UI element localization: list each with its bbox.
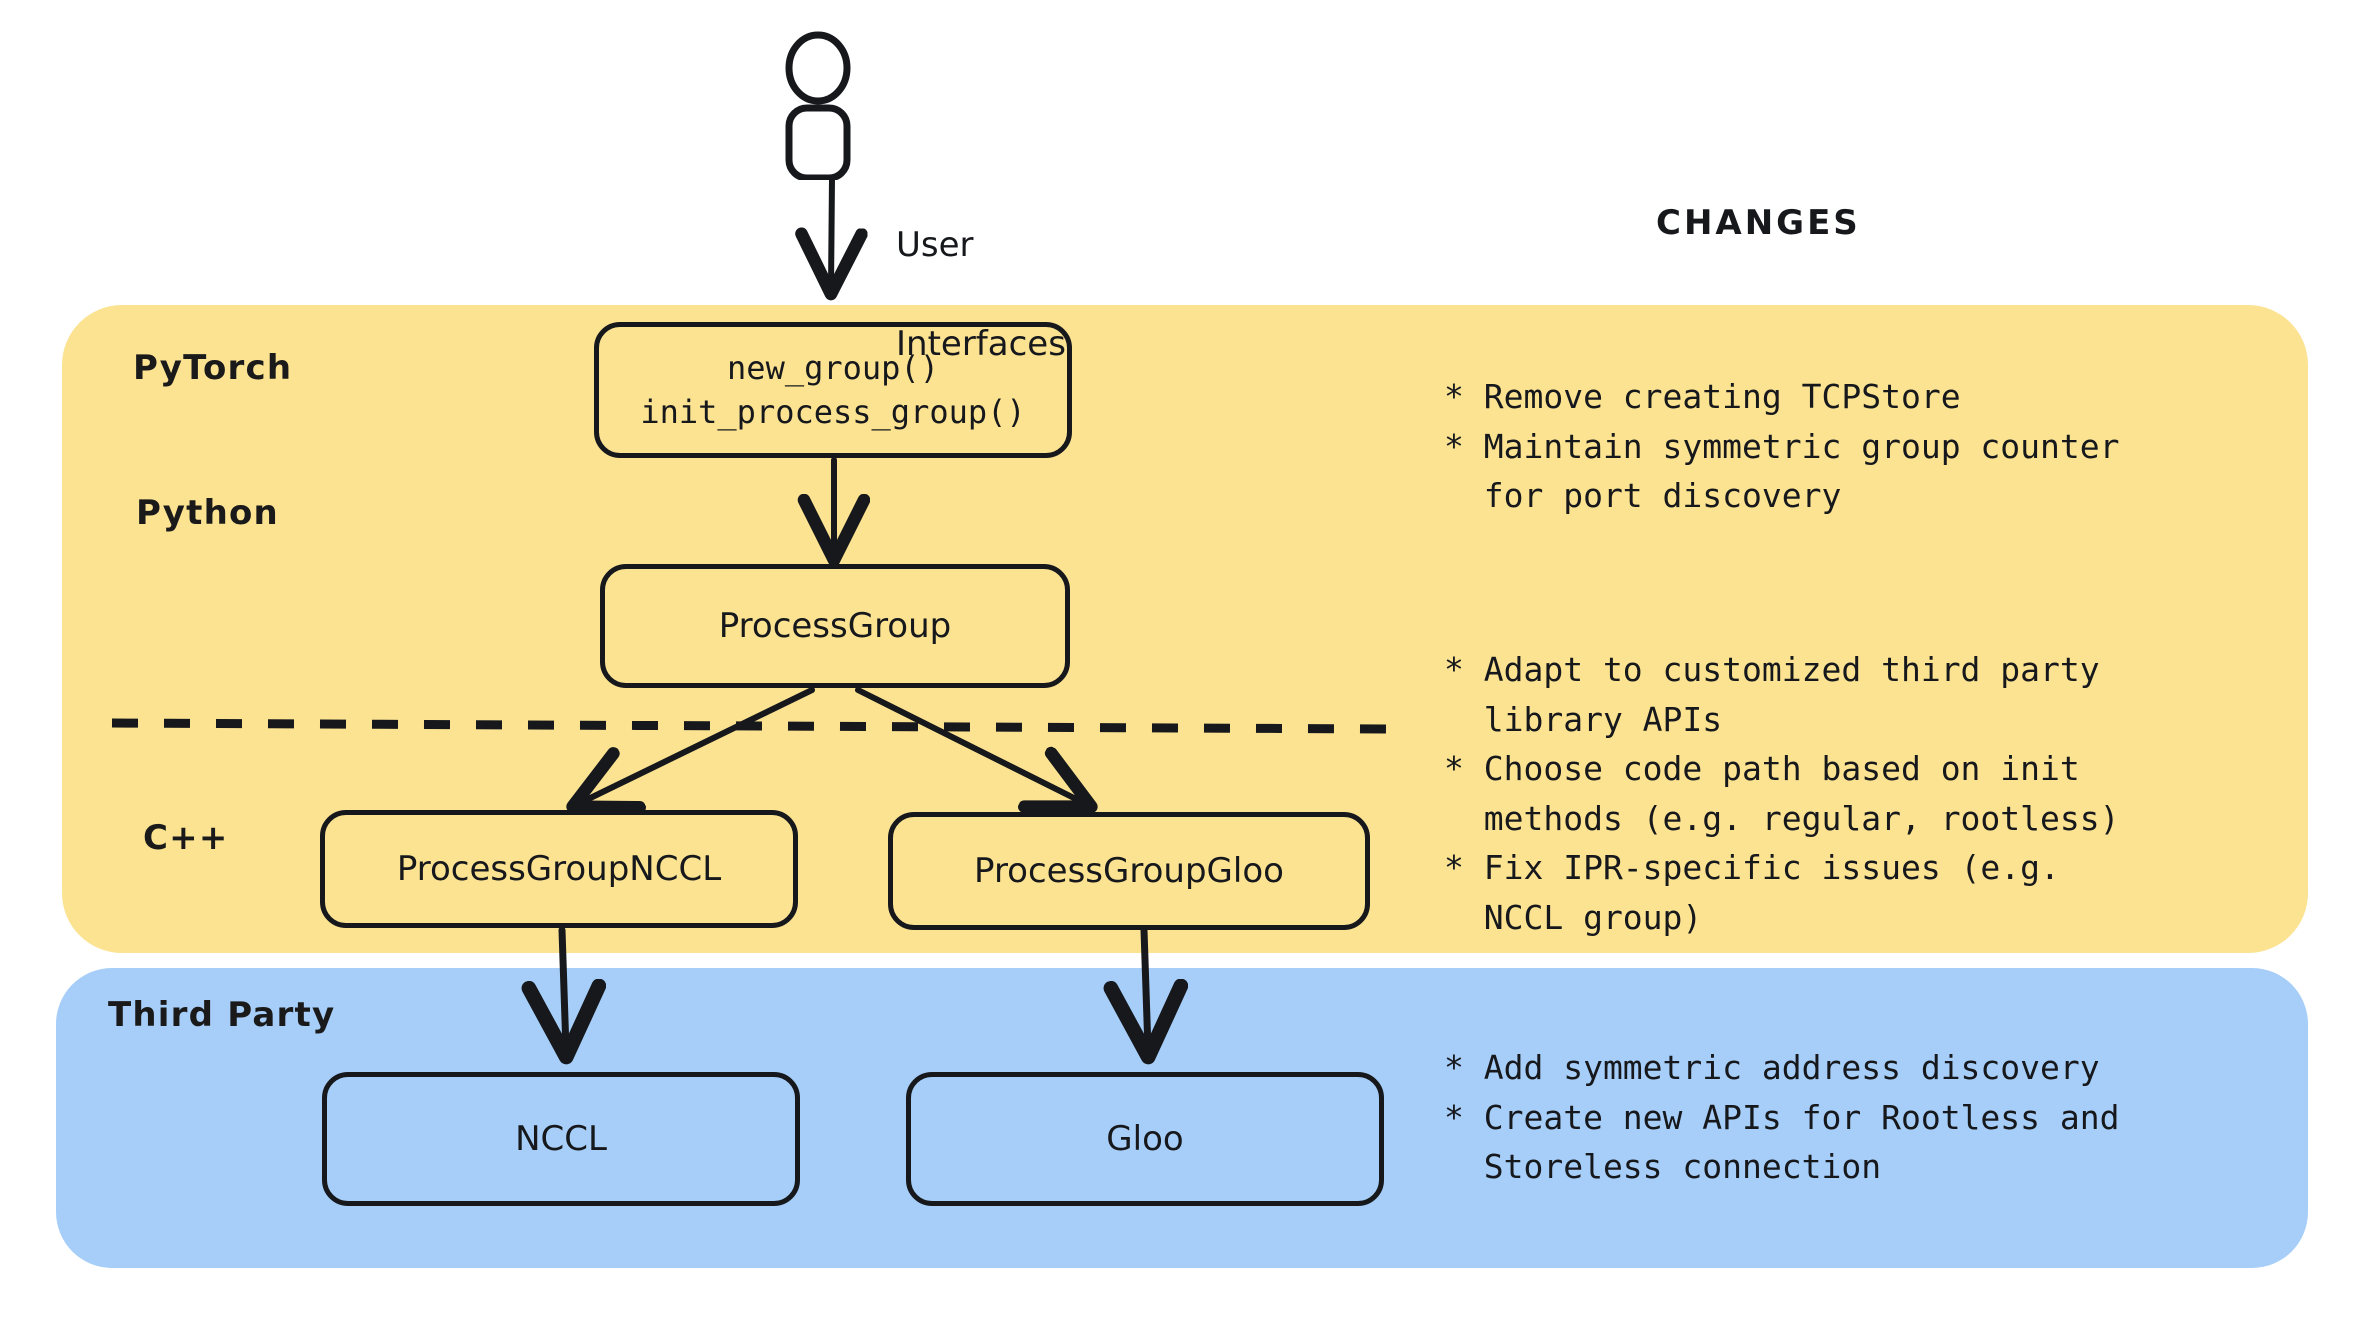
layer-label-third-party: Third Party	[108, 995, 336, 1035]
changes-group-cpp: * Adapt to customized third party librar…	[1444, 650, 2120, 937]
node-process-group[interactable]: ProcessGroup	[600, 564, 1070, 688]
layer-label-pytorch: PyTorch	[133, 348, 293, 388]
node-nccl[interactable]: NCCL	[322, 1072, 800, 1206]
layer-label-python: Python	[136, 493, 279, 533]
edge-label-user-interfaces: User Interfaces	[896, 172, 1066, 418]
node-api-line1: new_group()	[727, 348, 939, 387]
layer-label-cpp: C++	[143, 818, 229, 858]
node-api-line2: init_process_group()	[640, 393, 1026, 431]
changes-group-third-party: * Add symmetric address discovery * Crea…	[1444, 1048, 2120, 1186]
node-process-group-nccl-label: ProcessGroupNCCL	[396, 848, 722, 889]
node-nccl-label: NCCL	[515, 1118, 607, 1159]
node-gloo[interactable]: Gloo	[906, 1072, 1384, 1206]
node-process-group-nccl[interactable]: ProcessGroupNCCL	[320, 810, 798, 928]
node-gloo-label: Gloo	[1106, 1118, 1184, 1159]
node-process-group-label: ProcessGroup	[718, 605, 952, 646]
node-process-group-gloo-label: ProcessGroupGloo	[974, 850, 1284, 891]
edge-label-user-line1: User	[896, 225, 974, 266]
changes-title: CHANGES	[1656, 203, 1861, 243]
node-api-entrypoints[interactable]: new_group() init_process_group()	[594, 322, 1072, 458]
edge-label-user-line2: Interfaces	[896, 323, 1066, 364]
person-icon	[785, 31, 851, 180]
changes-group-python: * Remove creating TCPStore * Maintain sy…	[1444, 377, 2120, 515]
edge-user-to-api	[831, 175, 832, 288]
node-process-group-gloo[interactable]: ProcessGroupGloo	[888, 812, 1370, 930]
